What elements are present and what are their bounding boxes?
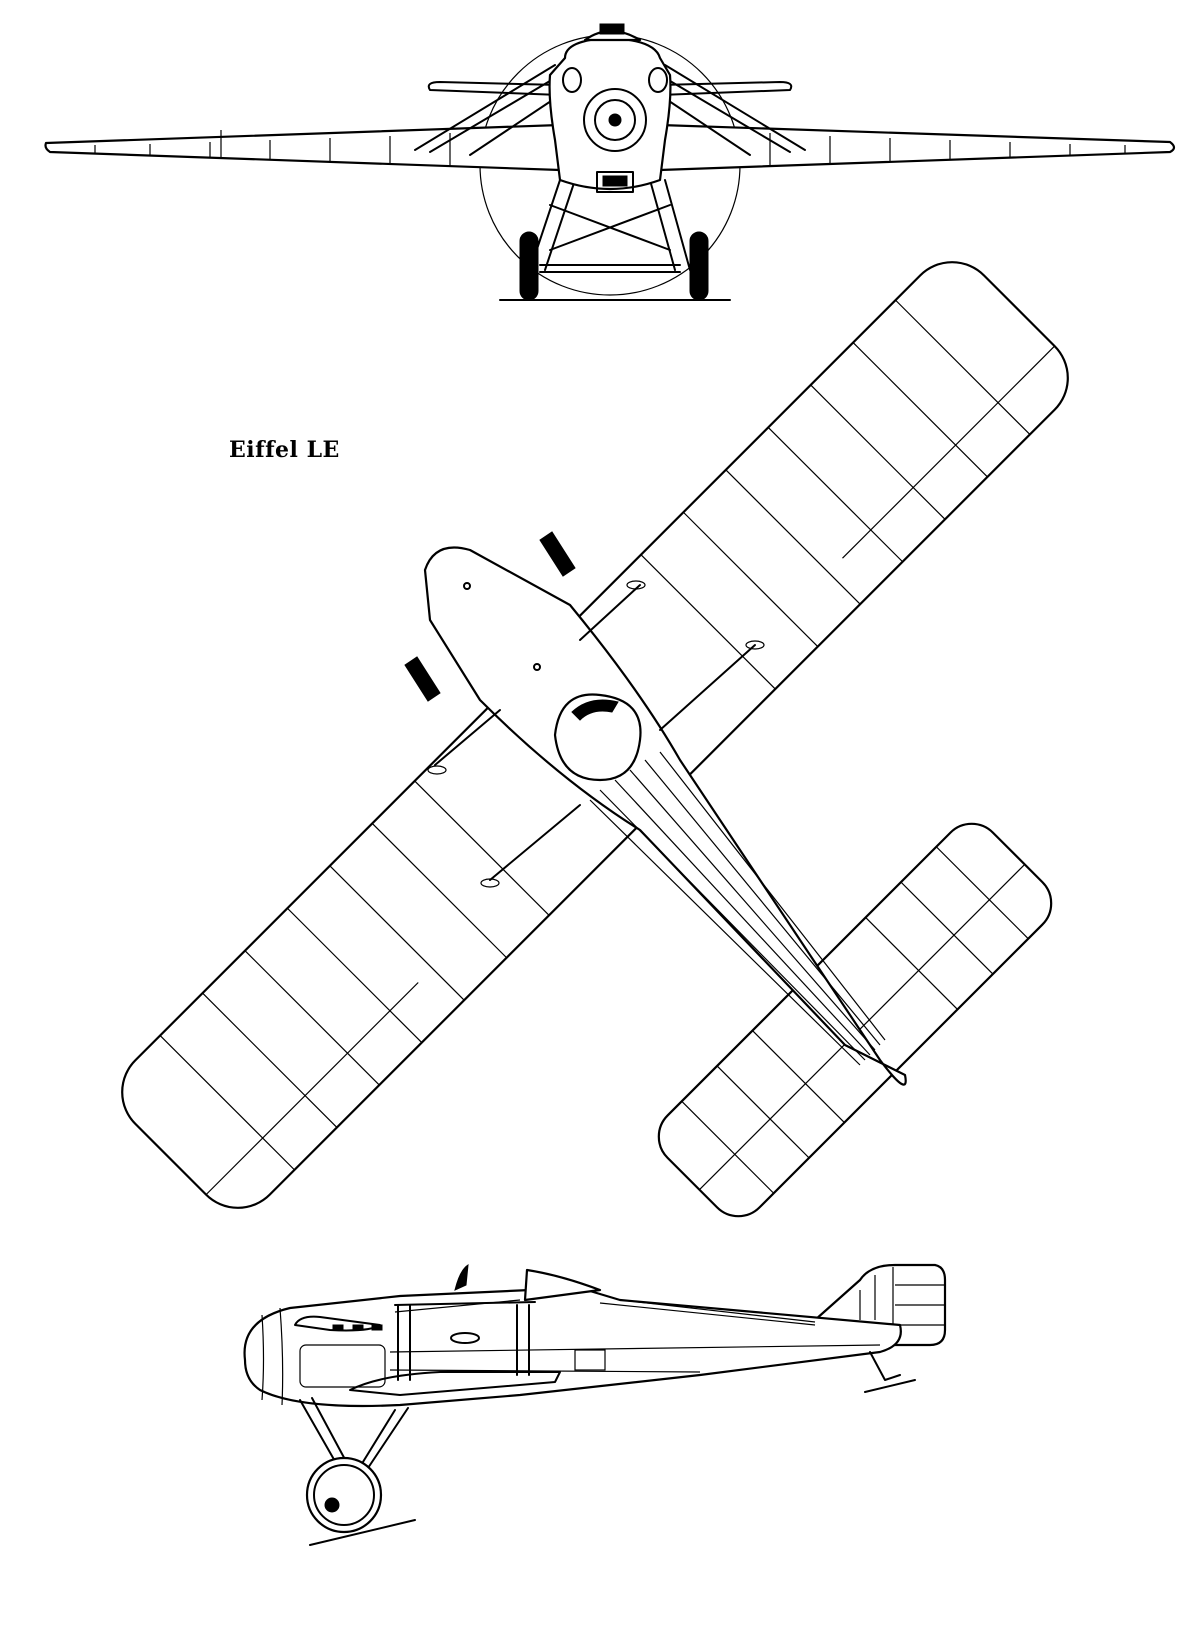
side-tail-ground xyxy=(864,1379,916,1393)
side-wing-profile xyxy=(349,1371,561,1396)
aircraft-title: Eiffel LE xyxy=(229,437,340,463)
side-gun-port xyxy=(450,1332,480,1344)
front-struts xyxy=(414,64,806,273)
side-wheel-tyre xyxy=(313,1464,375,1526)
front-wing-ribs xyxy=(94,130,1126,166)
front-wheel-right xyxy=(689,231,709,301)
side-wheel xyxy=(305,1456,383,1534)
side-view xyxy=(243,1263,947,1546)
top-fuselage-stringers xyxy=(589,751,886,1066)
side-ground-line xyxy=(309,1519,416,1546)
side-landing-gear xyxy=(299,1397,409,1471)
top-struts xyxy=(434,584,756,881)
top-view xyxy=(121,261,1069,1218)
front-fuselage xyxy=(548,36,672,191)
front-radiator xyxy=(596,171,634,193)
front-exhaust-left xyxy=(562,67,582,93)
top-fuel-cap xyxy=(533,663,541,671)
front-radiator-core xyxy=(602,175,628,187)
top-filler-cap xyxy=(463,582,471,590)
side-cockpit xyxy=(523,1268,602,1302)
front-spinner-outer xyxy=(583,88,647,152)
side-wheel-hub xyxy=(324,1497,340,1513)
top-gun-right xyxy=(539,531,576,577)
top-strut-ends xyxy=(427,580,765,888)
side-exhaust-stubs xyxy=(332,1324,383,1331)
side-rudder-ribs xyxy=(859,1267,945,1345)
front-exhaust-right xyxy=(648,67,668,93)
top-windscreen xyxy=(571,699,619,721)
front-headrest xyxy=(599,23,625,35)
side-struts xyxy=(394,1301,536,1381)
front-view xyxy=(44,23,1176,301)
top-fuselage xyxy=(423,546,907,1086)
side-tail-skid xyxy=(869,1351,901,1381)
front-tailplane xyxy=(427,81,793,96)
front-spinner-hub xyxy=(608,113,622,127)
front-wheel-left xyxy=(519,231,539,301)
front-spinner-inner xyxy=(594,99,636,141)
side-headrest xyxy=(454,1264,469,1291)
top-gun-left xyxy=(404,656,441,702)
